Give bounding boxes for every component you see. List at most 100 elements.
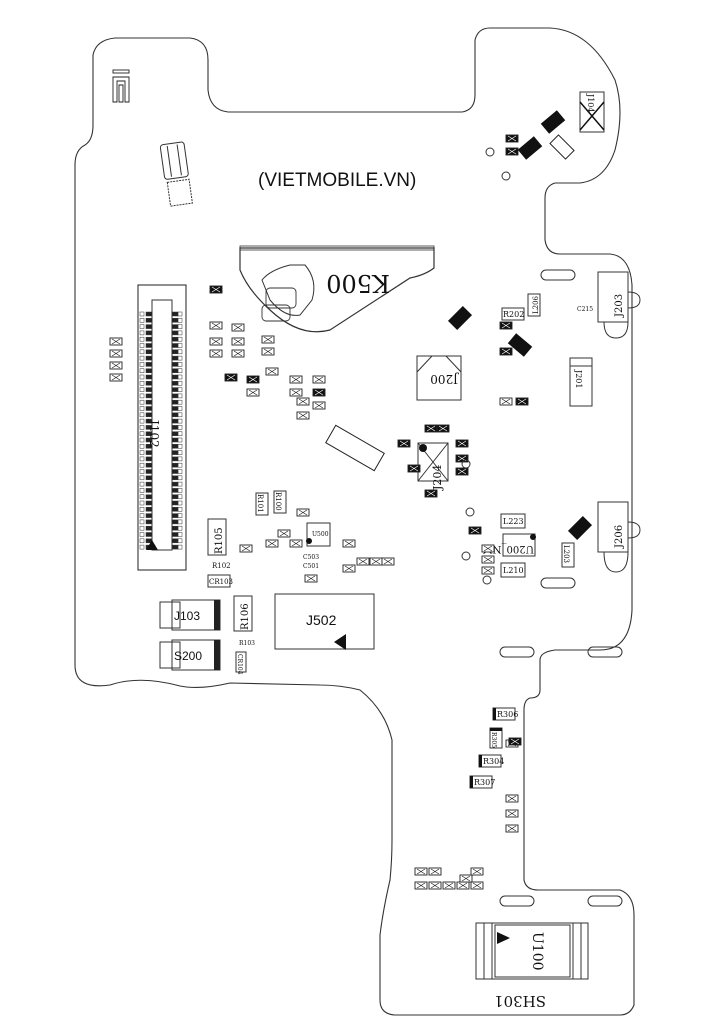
component-U200_NM[interactable]: J204: [417, 442, 449, 491]
j104-pin: [139, 532, 145, 537]
test-point-icon: [482, 575, 492, 585]
smd-marking: [399, 440, 409, 447]
j104-pin: [177, 450, 183, 455]
test-point-icon: [461, 459, 471, 469]
component-CR103[interactable]: CR103: [207, 574, 233, 588]
j104-pin: [177, 399, 183, 405]
label-U100: U100: [529, 932, 545, 971]
j104-pin: [145, 330, 153, 336]
component-K500[interactable]: K500: [239, 245, 435, 333]
component-R106[interactable]: R106: [233, 595, 253, 632]
j104-pin: [177, 381, 183, 386]
component-L223[interactable]: L223: [500, 513, 526, 529]
component-L203[interactable]: L203: [561, 542, 575, 568]
j104-pin: [145, 513, 153, 518]
j104-pin: [171, 343, 179, 348]
component-J200[interactable]: J200: [416, 355, 462, 401]
j104-pin: [177, 324, 183, 329]
j104-pin: [145, 387, 153, 392]
component-J102[interactable]: J103: [159, 599, 221, 631]
smd-marking: [314, 376, 324, 383]
smd-marking: [472, 868, 482, 875]
component-S200[interactable]: U200_NM: [482, 533, 536, 557]
component-R305[interactable]: R305: [489, 727, 503, 749]
component-R202[interactable]: R202: [501, 307, 525, 321]
smd-marking: [267, 368, 277, 375]
label-L210: L210: [503, 566, 524, 575]
smd-marking: [279, 530, 289, 537]
j104-pin: [145, 456, 153, 462]
component-R101[interactable]: R101: [255, 492, 269, 516]
j104-pin: [177, 444, 183, 449]
component-J203[interactable]: J206: [597, 501, 641, 573]
component-R304[interactable]: R304: [478, 754, 504, 768]
j104-pin: [171, 374, 179, 380]
component-R307[interactable]: R307: [469, 775, 495, 789]
smd-marking: [371, 558, 381, 565]
component-L210[interactable]: L210: [500, 562, 526, 578]
smd-marking: [444, 882, 454, 889]
j104-pin: [139, 349, 145, 355]
j104-pin: [171, 500, 179, 506]
smd-marking: [507, 135, 517, 142]
smd-marking: [461, 875, 471, 882]
j104-pin: [145, 318, 153, 323]
component-R105[interactable]: R105: [207, 518, 227, 556]
j104-pin: [139, 456, 145, 462]
smd-marking: [344, 540, 354, 547]
smd-marking: [111, 350, 121, 357]
j104-pin: [171, 488, 179, 493]
j104-pin: [177, 418, 183, 424]
j104-pin: [171, 362, 179, 367]
smd-marking: [226, 374, 236, 381]
j104-pin: [177, 507, 183, 512]
j104-pin: [171, 519, 179, 525]
label-R306: R306: [497, 710, 518, 719]
j104-pin: [177, 525, 183, 531]
antenna-clip: [159, 141, 193, 207]
label-J203: J206: [614, 525, 625, 549]
label-R101: R101: [256, 494, 264, 513]
component-J201[interactable]: J104: [579, 91, 605, 133]
smd-marking: [263, 348, 273, 355]
component-R306[interactable]: R306: [492, 707, 518, 721]
label-J204: J203: [614, 294, 625, 318]
test-point-icon: [501, 171, 511, 181]
label-R100: R100: [274, 492, 282, 511]
component-J206[interactable]: J201: [569, 357, 593, 407]
rotated-component: [540, 110, 566, 134]
j104-pin: [139, 330, 145, 336]
j104-pin: [139, 513, 145, 518]
component-CR104[interactable]: CR104: [235, 651, 247, 675]
label-L223: L223: [503, 517, 524, 526]
component-J502[interactable]: J502: [274, 593, 375, 650]
label-R202: R202: [503, 310, 524, 319]
j104-pin: [139, 336, 145, 342]
component-R100[interactable]: R100: [273, 490, 287, 514]
component-U500[interactable]: U500: [306, 522, 331, 547]
component-J204[interactable]: J203: [597, 271, 641, 339]
j104-pin: [139, 406, 145, 411]
smd-marking: [248, 389, 258, 396]
smd-marking: [233, 350, 243, 357]
label-L203: L203: [562, 545, 570, 563]
j104-pin: [171, 387, 179, 392]
smd-marking: [298, 398, 308, 405]
j104-pin: [171, 544, 179, 550]
mounting-slots: [499, 269, 623, 907]
label-R304: R304: [483, 757, 504, 766]
j104-pin: [171, 456, 179, 462]
j104-pin: [139, 500, 145, 506]
component-J103[interactable]: S200: [159, 639, 221, 671]
component-L206[interactable]: L206: [527, 293, 541, 317]
label-J104: J102: [147, 418, 161, 448]
j104-pin: [139, 507, 145, 512]
component-J104[interactable]: J102: [137, 284, 187, 571]
j104-pin: [177, 412, 183, 418]
j104-pin: [177, 513, 183, 518]
smd-marking: [111, 374, 121, 381]
component-U100[interactable]: U100: [475, 922, 589, 980]
smd-marking: [298, 509, 308, 516]
j104-pin: [145, 444, 153, 449]
